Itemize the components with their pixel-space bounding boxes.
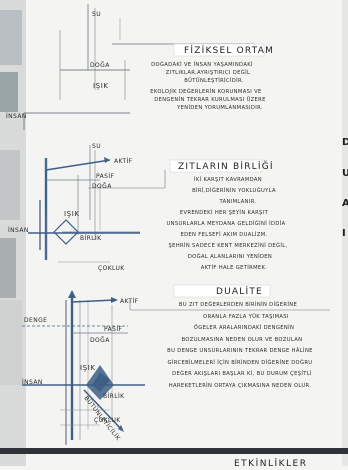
section-2-text-line: EVRENDEKİ HER ŞEYİN KARŞIT (180, 209, 269, 216)
right-letter-4: I (342, 228, 346, 239)
label-insan: İNSAN (22, 379, 43, 386)
right-letter-2: U (342, 168, 348, 179)
label-doga: DOĞA (90, 62, 110, 69)
label-doga: DOĞA (90, 337, 110, 344)
label-birlik: BİRLİK (80, 235, 102, 242)
section-2-title: ZITLARIN BİRLİĞİ (178, 160, 274, 172)
section-3-text-line: BU ZIT DEĞERLERDEN BİRİNİN DİĞERİNE (179, 301, 297, 308)
label-pasif: PASİF (96, 173, 115, 180)
section-3-text-line: BOZULMASINA NEDEN OLUR VE BOZULAN (182, 337, 303, 343)
section-1-text-line: YENİDEN YORUMLANMASIDIR. (176, 104, 263, 111)
section-fiziksel-ortam: SU DOĞA IŞIK İNSAN FİZİKSEL ORTAM DOĞADA… (6, 4, 274, 130)
section-2-text-line: AKTİF HALE GETİRMEK. (201, 264, 268, 271)
section-2-text-line: UNSURLARLA MEYDANA GELDİĞİNİ İDDİA (166, 220, 285, 227)
section-zitlarin-birligi: SU AKTİF PASİF DOĞA IŞIK BİRLİK İNSAN ÇO… (8, 143, 288, 272)
right-letter-3: A (342, 198, 348, 209)
section-3-title: DUALİTE (216, 286, 263, 297)
section-2-text-line: DOĞAL ALANLARINI YENİDEN (188, 253, 272, 260)
label-doga: DOĞA (92, 183, 112, 190)
section-2-text-line: EDEN FELSEFİ AKIM DUALİZM. (180, 231, 267, 238)
section-1-text-line: DENGENİN TEKRAR KURULMASI ÜZERE (154, 96, 266, 103)
label-birlik: BİRLİK (103, 393, 125, 400)
section-3-text-line: GİRCEBİLMELERİ İÇİN BİRİNDEN DİĞERİNE DO… (168, 359, 313, 366)
section-1-text-line: ZITLIKLAR,AYRIŞTIRICI DEĞİL (166, 69, 250, 76)
right-edge-strip: D U A I (342, 0, 348, 466)
section-2-text-line: TANIMLANIR. (218, 199, 256, 205)
label-su: SU (92, 11, 101, 18)
section-3-text-line: DEĞER AKIŞLARI BAŞLAR Kİ, BU DURUM ÇEŞİT… (172, 370, 312, 377)
label-isik: IŞIK (93, 82, 109, 90)
label-cokluk: ÇOKLUK (98, 265, 125, 272)
section-2-text-line: İKİ KARŞIT KAVRAMDAN (194, 176, 262, 183)
section-1-text-line: BÜTÜNLEŞTİRİCİDİR. (184, 77, 244, 84)
section-3-text-line: BU DENGE UNSURLARININ TEKRAR DENGE HÂLİN… (167, 347, 313, 354)
section-dualite: AKTİF DENGE PASİF DOĞA IŞIK BİRLİK İNSAN… (22, 285, 330, 445)
label-isik: IŞIK (64, 210, 80, 218)
section-1-text-line: EKOLOJİK DEĞERLERİN KORUNMASI VE (150, 88, 261, 95)
section-3-text-line: ORANLA FAZLA YÜK TAŞIMASI (203, 313, 289, 320)
section-3-text-line: HAREKETLERİN ORTAYA ÇIKMASINA NEDEN OLUR… (169, 382, 312, 389)
section-1-title: FİZİKSEL ORTAM (184, 45, 274, 56)
section-2-text-line: ŞEHRİN SADECE KENT MERKEZİNİ DEĞİL, (168, 242, 287, 249)
label-aktif: AKTİF (120, 298, 139, 305)
footer-title: ETKİNLİKLER (234, 458, 308, 466)
footer-area: ETKİNLİKLER (0, 448, 348, 466)
right-letter-1: D (342, 137, 348, 148)
section-1-text-line: DOĞADAKİ VE İNSAN YAŞAMINDAKİ (151, 61, 253, 68)
section-2-text-line: BİRİ,DİĞERİNİN YOKLUĞUYLA (192, 187, 276, 194)
label-pasif: PASİF (104, 326, 123, 333)
label-insan: İNSAN (6, 113, 27, 120)
label-denge: DENGE (24, 317, 47, 324)
label-isik: IŞIK (80, 364, 96, 372)
label-su: SU (92, 143, 101, 150)
label-insan: İNSAN (8, 227, 29, 234)
label-aktif: AKTİF (114, 158, 133, 165)
section-3-text-line: ÖGELER ARALARINDAKİ DENGENİN (194, 324, 294, 331)
